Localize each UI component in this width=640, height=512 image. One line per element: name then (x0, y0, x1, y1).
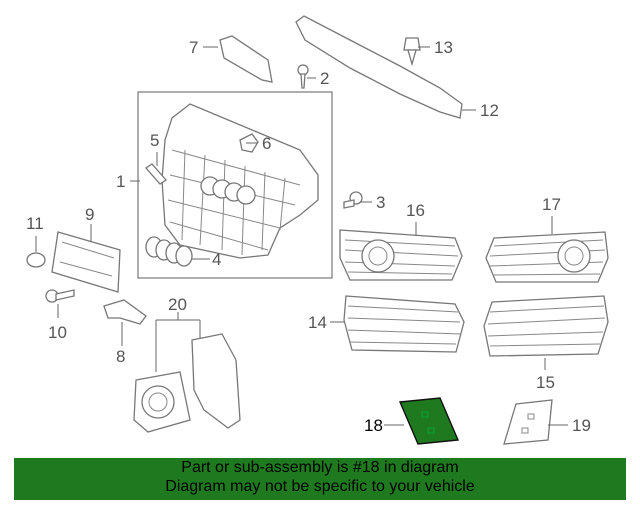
part-16-left-fog-grille[interactable] (339, 229, 463, 281)
grille-group-box (137, 91, 333, 279)
part-8-bracket[interactable] (103, 299, 147, 325)
callout-12: 12 (480, 101, 499, 120)
part-17-right-fog-grille[interactable] (485, 231, 609, 283)
part-20-sensor-assembly[interactable] (133, 333, 241, 433)
callout-4: 4 (212, 250, 221, 269)
callout-20: 20 (168, 295, 187, 314)
callout-13: 13 (434, 38, 453, 57)
callout-16: 16 (406, 201, 425, 220)
part-9-plate-bracket[interactable] (51, 231, 121, 293)
callout-10: 10 (48, 323, 67, 342)
callout-17: 17 (542, 195, 561, 214)
callout-15: 15 (536, 373, 555, 392)
part-12-molding[interactable] (295, 15, 463, 119)
part-11-clip[interactable] (26, 252, 46, 268)
callout-14: 14 (308, 313, 327, 332)
callout-2: 2 (320, 69, 329, 88)
part-4-emblem[interactable] (145, 236, 193, 267)
part-5-badge[interactable] (145, 163, 167, 185)
callout-9: 9 (85, 205, 94, 224)
callout-6: 6 (262, 134, 271, 153)
part-10-bolt[interactable] (45, 289, 75, 303)
part-14-left-lower-grille[interactable] (343, 295, 465, 353)
notice-line-2: Diagram may not be specific to your vehi… (165, 478, 475, 495)
part-7-bracket[interactable] (219, 35, 273, 83)
callout-11: 11 (26, 214, 44, 233)
part-15-right-lower-grille[interactable] (483, 295, 609, 357)
part-19-cover[interactable] (503, 399, 553, 445)
notice-banner: Part or sub-assembly is #18 in diagram D… (14, 458, 626, 500)
callout-19: 19 (572, 416, 591, 435)
part-18-cover-highlighted[interactable] (398, 397, 460, 445)
callout-1: 1 (116, 172, 125, 191)
callout-7: 7 (189, 38, 198, 57)
part-3-screw[interactable] (343, 191, 363, 209)
leader-lines (35, 46, 568, 426)
callout-8: 8 (116, 347, 125, 366)
callout-3: 3 (376, 193, 385, 212)
parts-diagram: 7 2 13 12 5 6 1 3 4 16 17 11 9 10 20 14 … (26, 15, 609, 445)
part-1-grille[interactable] (161, 103, 319, 259)
part-2-screw[interactable] (297, 64, 309, 89)
notice-line-1: Part or sub-assembly is #18 in diagram (181, 459, 459, 476)
callout-18: 18 (364, 416, 383, 435)
part-13-bolt[interactable] (403, 37, 421, 67)
callout-5: 5 (150, 131, 159, 150)
